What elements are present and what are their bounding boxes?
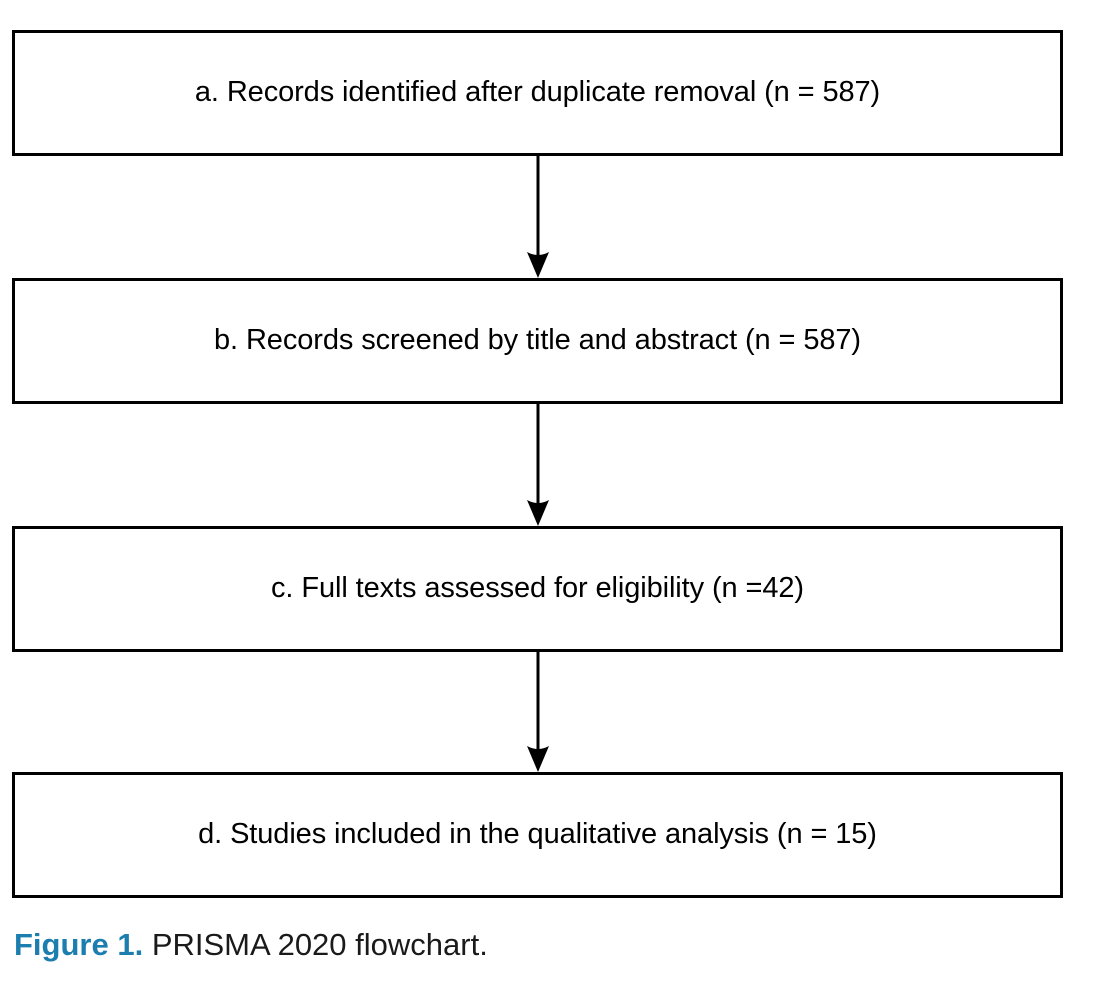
- arrow-a-to-b-icon: [510, 156, 566, 278]
- arrow-b-to-c-icon: [510, 404, 566, 526]
- flowchart-box-b-label: b. Records screened by title and abstrac…: [214, 324, 861, 357]
- flowchart-box-c-label: c. Full texts assessed for eligibility (…: [271, 572, 804, 605]
- flowchart-box-a-label: a. Records identified after duplicate re…: [194, 76, 881, 109]
- flowchart-box-b: b. Records screened by title and abstrac…: [12, 278, 1063, 404]
- figure-caption-text: PRISMA 2020 flowchart.: [143, 927, 488, 962]
- arrow-c-to-d-icon: [510, 652, 566, 772]
- figure-caption: Figure 1. PRISMA 2020 flowchart.: [14, 925, 1074, 965]
- flowchart-box-c: c. Full texts assessed for eligibility (…: [12, 526, 1063, 652]
- flowchart-box-d-label: d. Studies included in the qualitative a…: [198, 818, 877, 851]
- flowchart-box-a: a. Records identified after duplicate re…: [12, 30, 1063, 156]
- figure-caption-number: Figure 1.: [14, 927, 144, 962]
- flowchart-box-d: d. Studies included in the qualitative a…: [12, 772, 1063, 898]
